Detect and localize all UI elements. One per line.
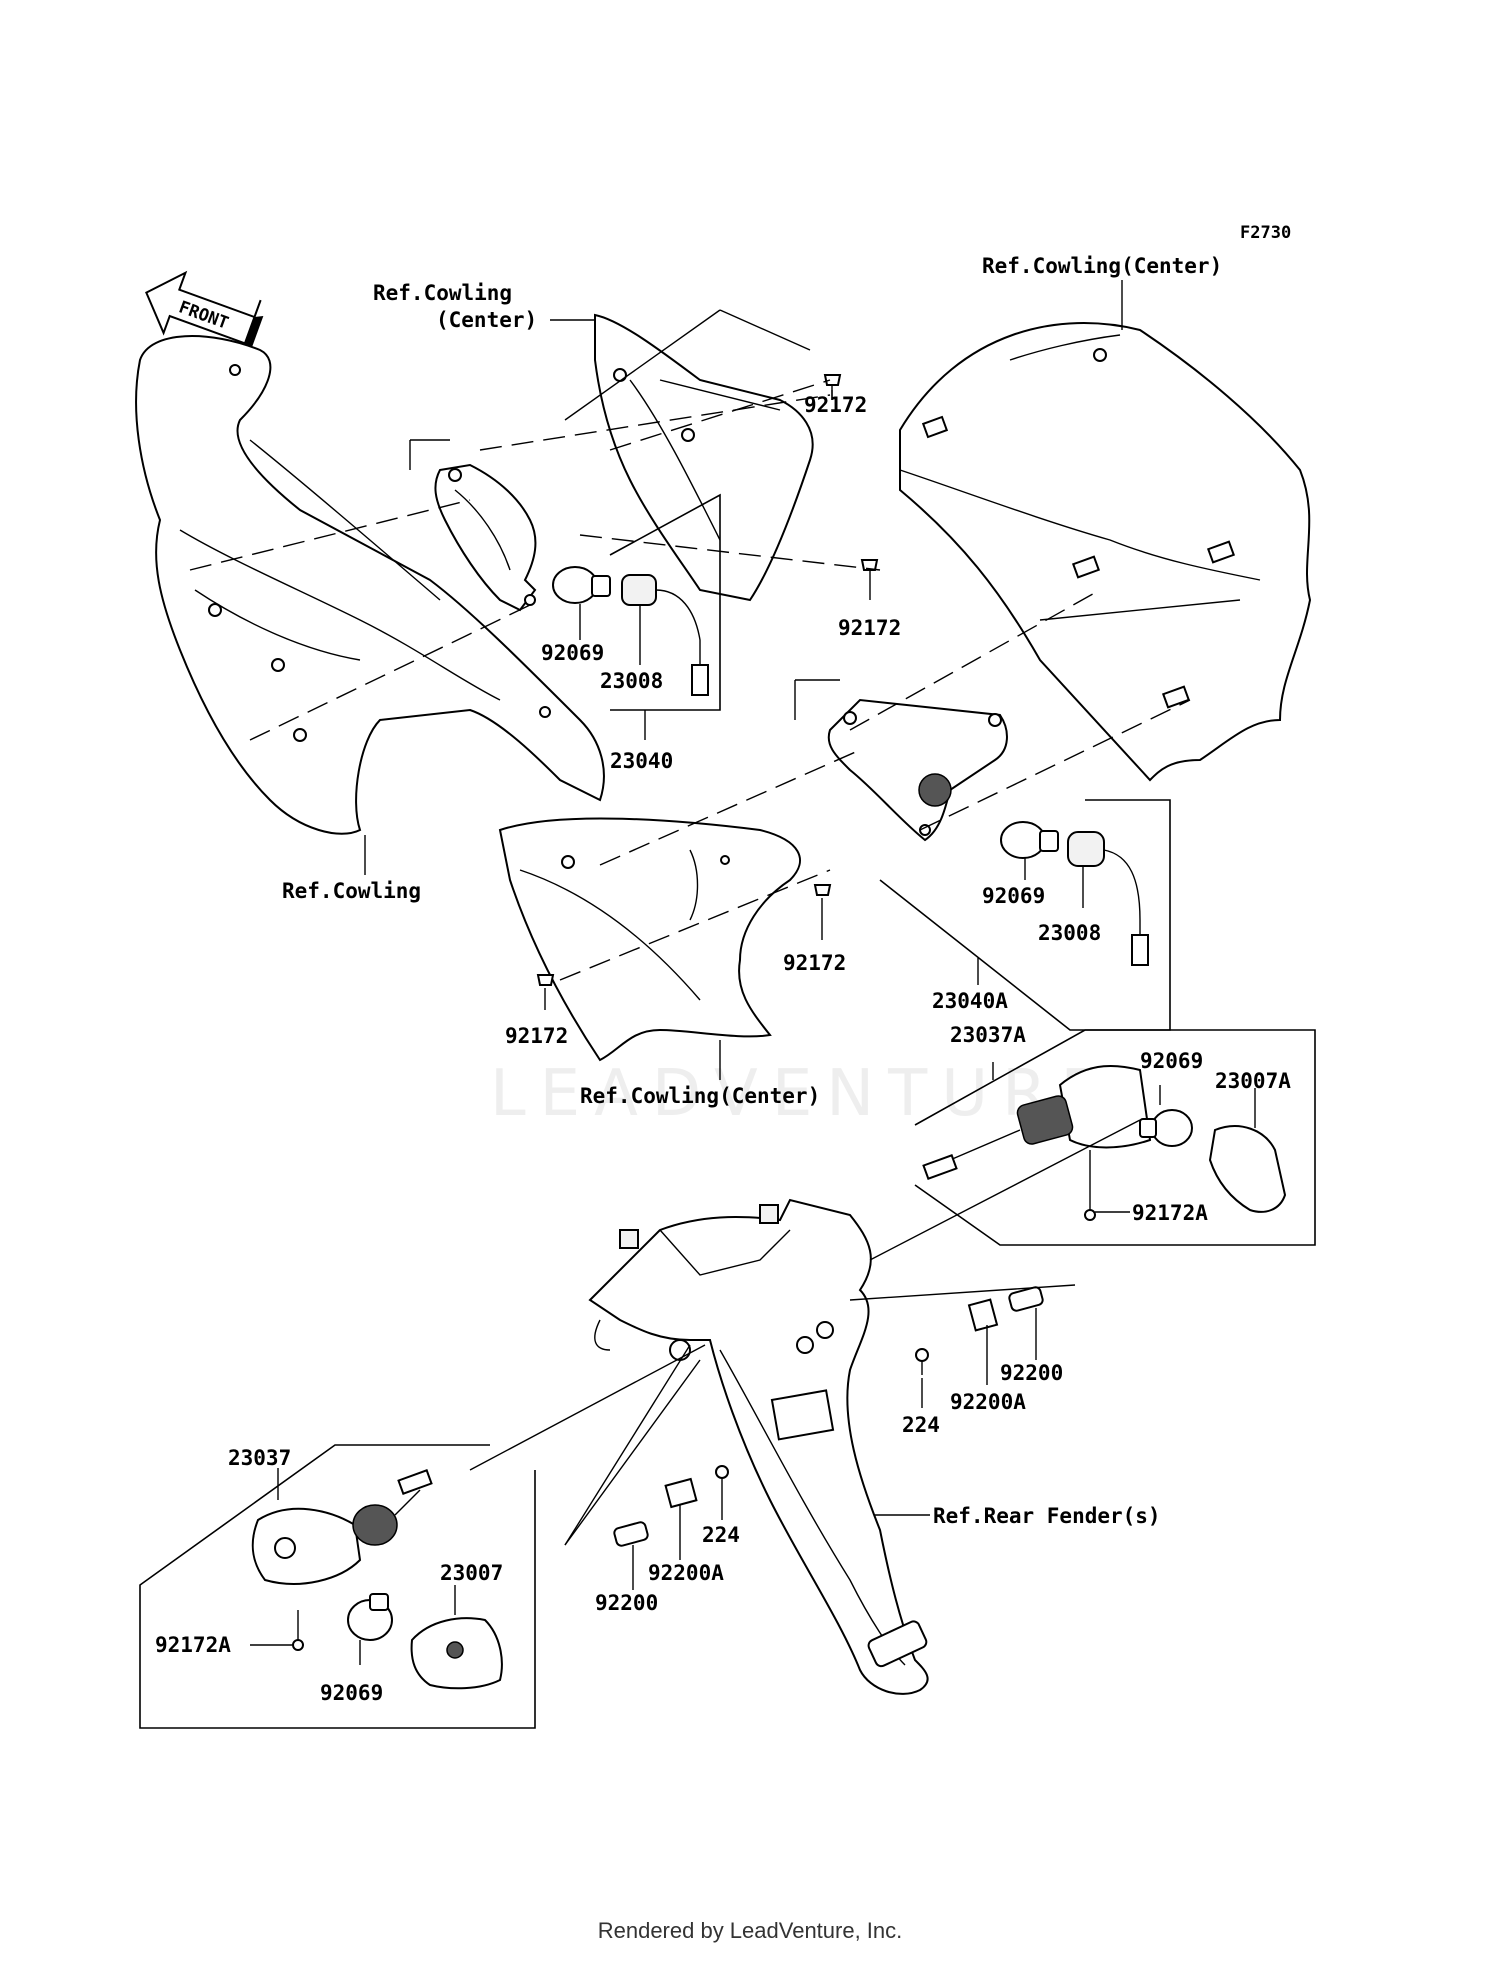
left-cowling xyxy=(135,335,605,835)
frame-23037 xyxy=(139,1444,536,1729)
label-ref-cowling-center-bottom: Ref.Cowling(Center) xyxy=(580,1084,820,1108)
screw-92172A-right xyxy=(1084,1150,1096,1221)
label-224-left: 224 xyxy=(702,1523,740,1547)
label-23037: 23037 xyxy=(228,1446,291,1470)
screw-92172-c xyxy=(813,884,832,896)
label-92200-right: 92200 xyxy=(1000,1361,1063,1385)
bracket-92200A-right xyxy=(967,1298,999,1332)
label-ref-cowling: Ref.Cowling xyxy=(282,879,421,903)
bracket-92200A-left xyxy=(664,1477,698,1509)
center-cowling-top xyxy=(594,313,814,602)
label-92172A-right: 92172A xyxy=(1132,1201,1208,1225)
lens-23007A xyxy=(1208,1125,1287,1213)
screw-92172-b xyxy=(860,559,879,585)
screw-92172-d xyxy=(536,974,555,986)
label-92069-a: 92069 xyxy=(541,641,604,665)
label-23007A: 23007A xyxy=(1215,1069,1291,1093)
watermark-text: LEADVENTURE xyxy=(490,1057,1115,1131)
footer-credit: Rendered by LeadVenture, Inc. xyxy=(597,1918,903,1943)
label-92172A-left: 92172A xyxy=(155,1633,231,1657)
bulb-92069-rear-left xyxy=(347,1593,393,1641)
label-92200A-right: 92200A xyxy=(950,1390,1026,1414)
plate-92200-right xyxy=(1008,1286,1044,1312)
frame-23037A xyxy=(914,1029,1316,1246)
front-arrow-icon: FRONT xyxy=(145,270,264,361)
label-23008-a: 23008 xyxy=(600,669,663,693)
label-92172-d: 92172 xyxy=(505,1024,568,1048)
label-92172-c: 92172 xyxy=(783,951,846,975)
label-23008-b: 23008 xyxy=(1038,921,1101,945)
label-92172-b: 92172 xyxy=(838,616,901,640)
label-ref-rear-fender: Ref.Rear Fender(s) xyxy=(933,1504,1161,1528)
center-cowling-bottom xyxy=(498,817,801,1062)
turn-signal-housing-left xyxy=(434,463,537,612)
rear-fender xyxy=(588,1198,929,1695)
bulb-92069-rear-right xyxy=(1139,1109,1193,1147)
socket-23008-right xyxy=(1067,831,1149,966)
label-92069-d: 92069 xyxy=(320,1681,383,1705)
diagram-code: F2730 xyxy=(1240,223,1291,243)
plate-92200-left xyxy=(613,1521,649,1547)
label-ref-cowling-center-right: Ref.Cowling(Center) xyxy=(982,254,1222,278)
label-23040A: 23040A xyxy=(932,989,1008,1013)
center-cowling-right xyxy=(899,322,1312,782)
bolt-224-left xyxy=(715,1465,729,1479)
socket-23008-left xyxy=(621,574,709,696)
label-23040: 23040 xyxy=(610,749,673,773)
label-23007: 23007 xyxy=(440,1561,503,1585)
label-92069-c: 92069 xyxy=(1140,1049,1203,1073)
label-92172-a: 92172 xyxy=(804,393,867,417)
lens-23007 xyxy=(410,1617,503,1690)
screw-92172A-left xyxy=(292,1610,304,1651)
frame-23040 xyxy=(609,493,721,711)
label-ref-cowling-center-top-2: (Center) xyxy=(436,308,537,332)
label-92200A-left: 92200A xyxy=(648,1561,724,1585)
label-224-right: 224 xyxy=(902,1413,940,1437)
turn-signal-housing-right xyxy=(827,698,1008,842)
bulb-92069-left xyxy=(552,566,611,604)
label-23037A: 23037A xyxy=(950,1023,1026,1047)
bolt-224-right xyxy=(915,1348,929,1375)
rear-turn-signal-23037 xyxy=(251,1469,433,1585)
label-92069-b: 92069 xyxy=(982,884,1045,908)
bulb-92069-right xyxy=(1000,821,1059,859)
leader-lines xyxy=(250,280,1256,1665)
assembly-lines xyxy=(189,309,1191,1546)
label-92200-left: 92200 xyxy=(595,1591,658,1615)
label-ref-cowling-center-top-1: Ref.Cowling xyxy=(373,281,512,305)
